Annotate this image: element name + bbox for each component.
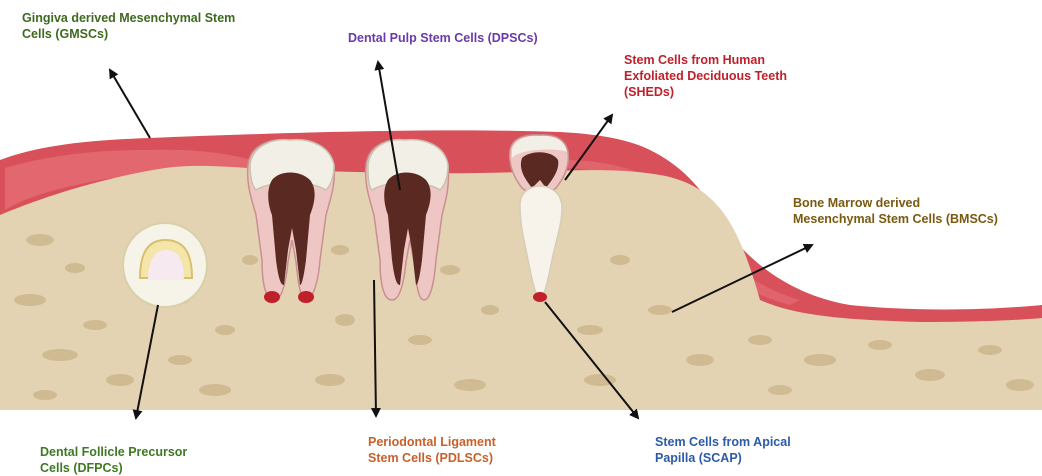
- label-pdlsc: Periodontal Ligament Stem Cells (PDLSCs): [368, 434, 496, 466]
- label-dfpc: Dental Follicle Precursor Cells (DFPCs): [40, 444, 187, 476]
- label-bmsc-line-2: Mesenchymal Stem Cells (BMSCs): [793, 211, 998, 227]
- label-dpsc: Dental Pulp Stem Cells (DPSCs): [348, 30, 538, 46]
- label-pdlsc-line-1: Periodontal Ligament: [368, 434, 496, 450]
- label-dfpc-line-2: Cells (DFPCs): [40, 460, 187, 476]
- label-scap: Stem Cells from Apical Papilla (SCAP): [655, 434, 791, 466]
- label-bmsc: Bone Marrow derived Mesenchymal Stem Cel…: [793, 195, 998, 227]
- label-scap-line-1: Stem Cells from Apical: [655, 434, 791, 450]
- label-dpsc-line-1: Dental Pulp Stem Cells (DPSCs): [348, 30, 538, 46]
- dental-follicle: [123, 223, 207, 307]
- label-shed: Stem Cells from Human Exfoliated Deciduo…: [624, 52, 787, 100]
- label-dfpc-line-1: Dental Follicle Precursor: [40, 444, 187, 460]
- label-scap-line-2: Papilla (SCAP): [655, 450, 791, 466]
- label-shed-line-2: Exfoliated Deciduous Teeth: [624, 68, 787, 84]
- label-pdlsc-line-2: Stem Cells (PDLSCs): [368, 450, 496, 466]
- label-bmsc-line-1: Bone Marrow derived: [793, 195, 998, 211]
- label-gmsc-line-2: Cells (GMSCs): [22, 26, 235, 42]
- label-shed-line-3: (SHEDs): [624, 84, 787, 100]
- label-gmsc: Gingiva derived Mesenchymal Stem Cells (…: [22, 10, 235, 42]
- label-gmsc-line-1: Gingiva derived Mesenchymal Stem: [22, 10, 235, 26]
- label-shed-line-1: Stem Cells from Human: [624, 52, 787, 68]
- arrow-gmsc: [110, 70, 150, 138]
